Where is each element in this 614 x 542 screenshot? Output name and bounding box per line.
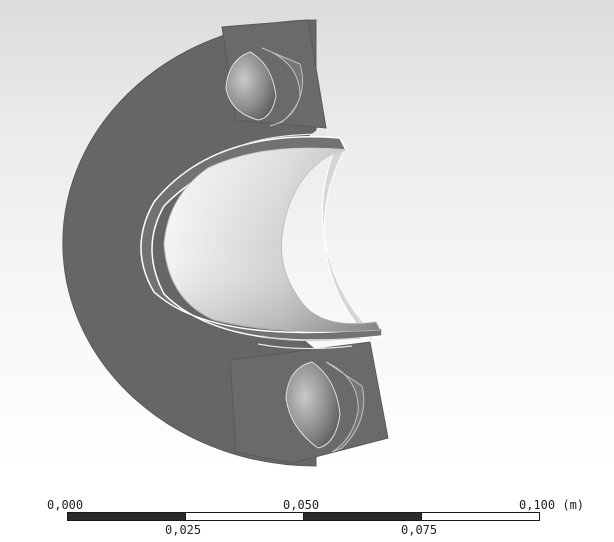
lower-race-detail-2	[261, 335, 361, 342]
upper-roller	[225, 51, 277, 121]
scale-segment-1	[67, 512, 186, 521]
outer-race	[322, 136, 373, 344]
upper-race-detail	[239, 133, 327, 147]
scale-segment-2	[185, 512, 304, 521]
lower-race-detail	[257, 343, 353, 350]
scale-label-0050: 0,050	[283, 498, 320, 512]
lower-roller-cage	[325, 361, 365, 453]
scale-segment-3	[303, 512, 422, 521]
bore-shade	[164, 148, 380, 332]
scale-label-0075: 0,075	[401, 523, 438, 537]
inner-ring	[140, 136, 383, 341]
scale-segment-4	[421, 512, 540, 521]
lower-roller	[285, 361, 341, 449]
scale-label-0025: 0,025	[165, 523, 202, 537]
upper-roller-cage	[261, 47, 304, 127]
scale-label-0100: 0,100 (m)	[519, 498, 585, 512]
scale-label-0000: 0,000	[47, 498, 84, 512]
